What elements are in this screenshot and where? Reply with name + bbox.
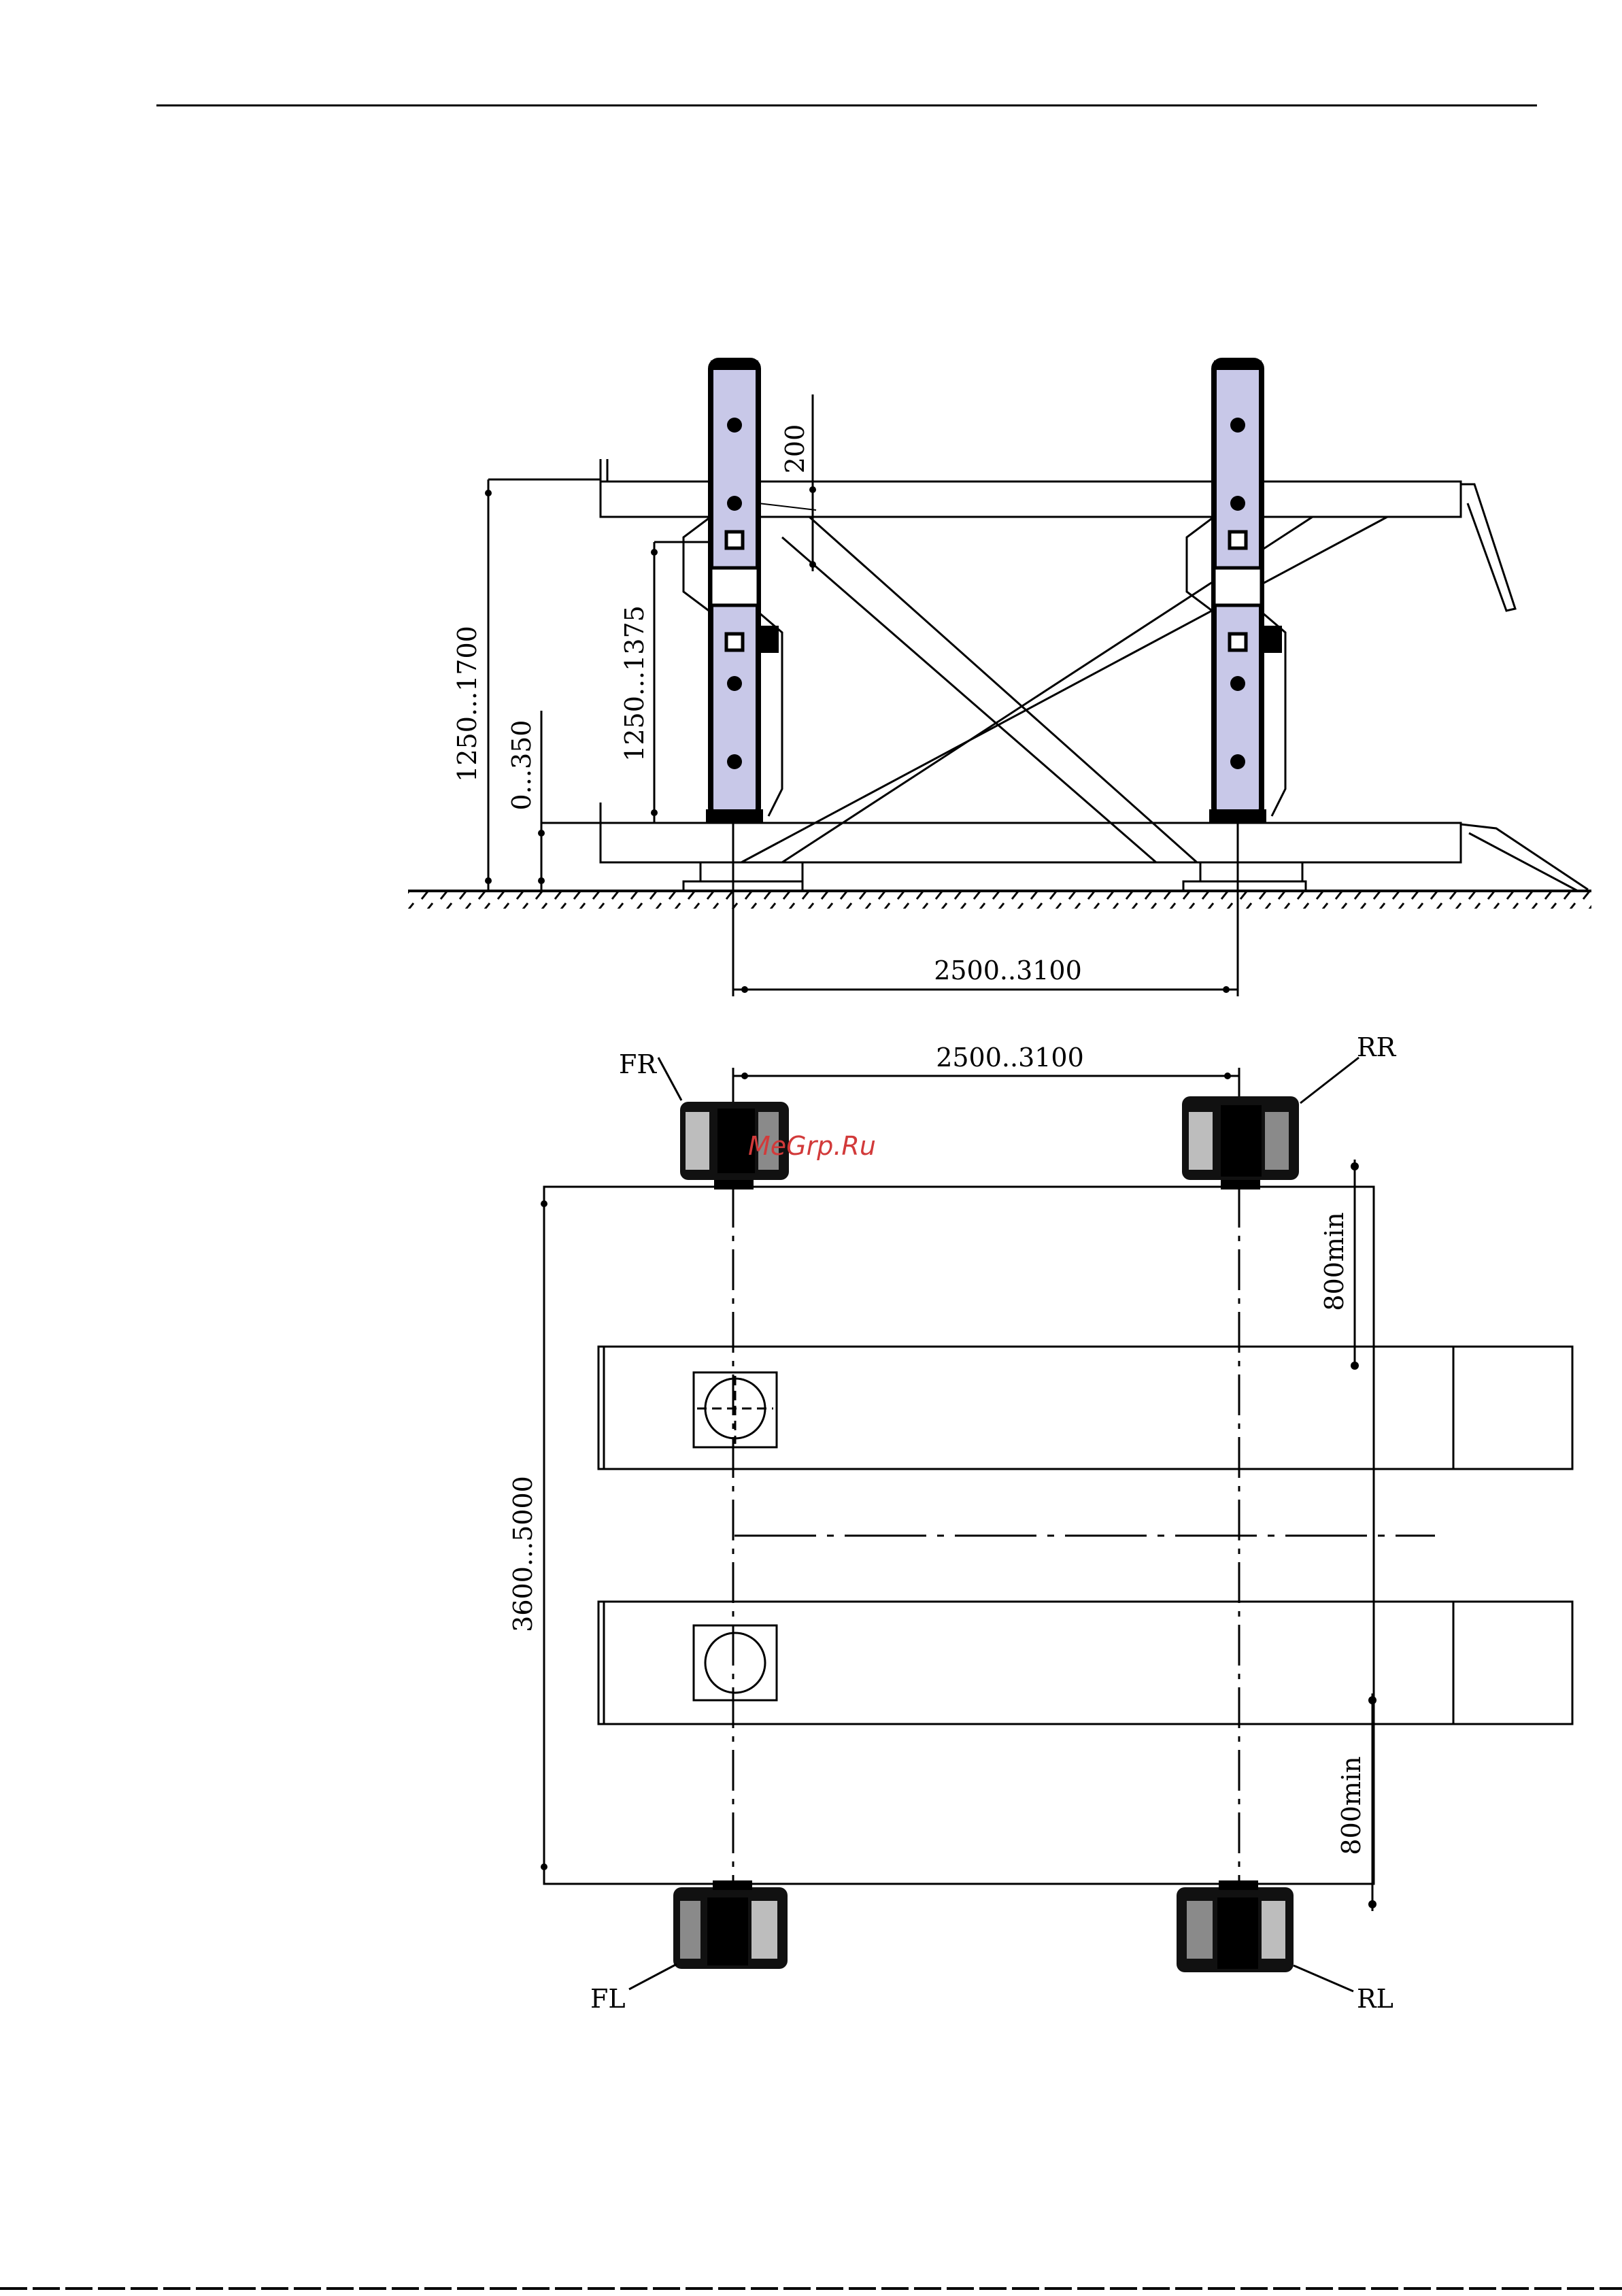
measuring-head-rr (1182, 1096, 1299, 1189)
dimension-clearance-bottom-label: 800min (1336, 1756, 1366, 1855)
top-view: 2500..3100 3600 (508, 1032, 1572, 2014)
dimension-platform-height: 1250...1375 (620, 542, 711, 823)
dimension-total-height: 1250...1700 (452, 479, 601, 891)
dimension-wheelbase-top: 2500..3100 (733, 1043, 1239, 1102)
dimension-200: 200 (758, 394, 816, 571)
dimension-clearance-bottom: 800min (1336, 1693, 1376, 1911)
dimension-base-height-label: 0...350 (507, 720, 537, 811)
label-rr: RR (1357, 1032, 1397, 1062)
label-fr: FR (619, 1049, 657, 1079)
dimension-wheelbase-side-label: 2500..3100 (934, 956, 1082, 985)
dimension-platform-height-label: 1250...1375 (620, 605, 649, 762)
scissor-mechanism (741, 517, 1387, 862)
label-rl: RL (1357, 1984, 1393, 2014)
runway-upper (598, 1347, 1572, 1469)
runway-lower (598, 1602, 1572, 1724)
dimension-clearance-top-label: 800min (1319, 1212, 1349, 1311)
side-view: 200 1250...1700 1250...1375 0...350 (408, 360, 1591, 996)
dimension-wheelbase-side: 2500..3100 (733, 823, 1238, 996)
column-front (683, 360, 782, 823)
measuring-head-fl (673, 1880, 788, 1969)
dimension-wheelbase-top-label: 2500..3100 (936, 1043, 1084, 1073)
column-rear (1187, 360, 1285, 823)
dimension-length-label: 3600...5000 (508, 1476, 538, 1632)
label-fl: FL (590, 1984, 626, 2014)
dimension-clearance-top: 800min (1319, 1160, 1359, 1370)
dimension-200-label: 200 (780, 424, 810, 474)
dimension-length: 3600...5000 (508, 1189, 547, 1883)
measuring-head-rl (1177, 1880, 1294, 1972)
dimension-base-height: 0...350 (507, 711, 601, 891)
dimension-total-height-label: 1250...1700 (452, 626, 482, 782)
ground (408, 891, 1591, 909)
watermark: MeGrp.Ru (748, 1131, 876, 1161)
